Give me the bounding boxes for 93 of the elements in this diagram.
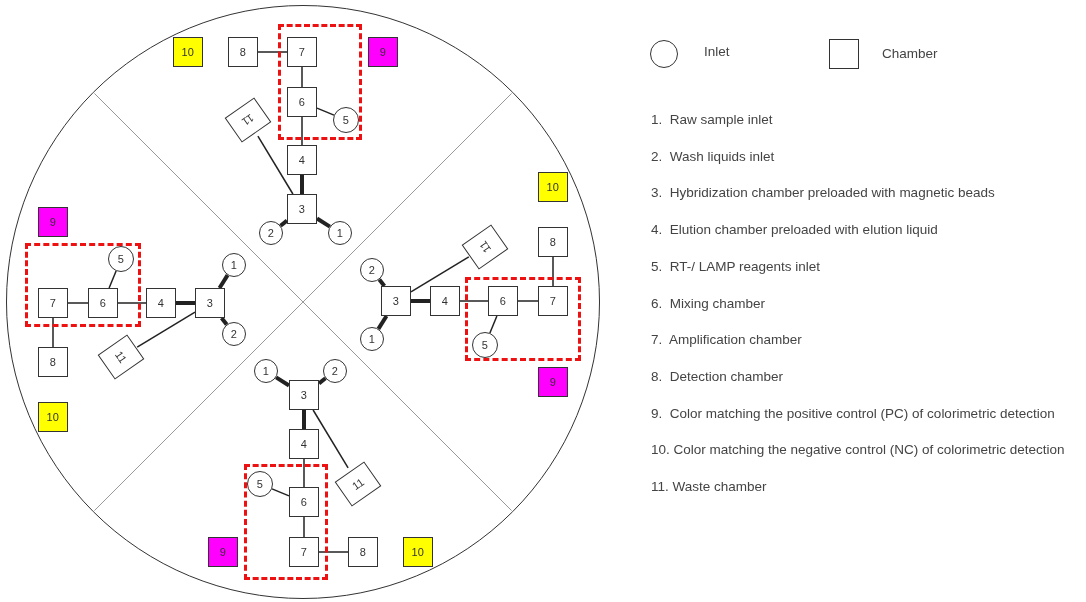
color-reference-square: 10	[537, 171, 568, 202]
chamber-box: 11	[97, 334, 145, 380]
channel-line	[301, 116, 303, 146]
chamber-box: 7	[537, 285, 568, 316]
chamber-box: 7	[286, 36, 317, 67]
channel-line	[52, 317, 54, 348]
chamber-box: 7	[288, 536, 319, 567]
thick-channel-line	[217, 274, 230, 290]
chamber-box: 8	[347, 536, 378, 567]
channel-line	[271, 488, 290, 497]
chamber-box: 3	[288, 379, 319, 410]
inlet-circle: 1	[253, 358, 278, 383]
chamber-box: 4	[145, 287, 176, 318]
color-reference-square: 10	[172, 36, 203, 67]
channel-line	[303, 516, 305, 538]
chamber-box: 8	[37, 346, 68, 377]
chamber-box: 4	[288, 428, 319, 459]
chamber-box: 6	[286, 86, 317, 117]
chamber-box: 3	[380, 285, 411, 316]
dashed-region	[243, 463, 328, 580]
inlet-circle: 1	[327, 220, 352, 245]
channel-line	[318, 551, 349, 553]
chamber-box: 6	[288, 486, 319, 517]
chamber-box: 7	[37, 287, 68, 318]
thick-channel-line	[176, 301, 195, 305]
dashed-region	[277, 23, 362, 140]
numbered-list-item: 6. Mixing chamber	[651, 295, 766, 311]
numbered-list-item: 7. Amplification chamber	[651, 332, 802, 348]
thick-channel-line	[317, 376, 327, 385]
numbered-list-item: 9. Color matching the positive control (PC) of colorimetric detection	[651, 405, 1055, 421]
legend-label: Chamber	[882, 46, 938, 61]
numbered-list-item: 11. Waste chamber	[651, 479, 767, 494]
channel-line	[316, 107, 335, 116]
channel-line	[410, 256, 470, 293]
channel-line	[489, 315, 498, 334]
chamber-box: 4	[286, 144, 317, 175]
chamber-box: 4	[429, 285, 460, 316]
thick-channel-line	[275, 375, 291, 388]
chamber-box: 11	[224, 97, 272, 143]
chamber-box: 3	[194, 287, 225, 318]
thick-channel-line	[376, 314, 389, 330]
thick-channel-line	[377, 278, 386, 288]
channel-line	[257, 135, 294, 195]
thick-channel-line	[315, 216, 331, 229]
color-reference-square: 10	[37, 401, 68, 432]
inlet-circle: 2	[221, 321, 246, 346]
legend-label: Inlet	[704, 44, 730, 59]
chamber-box: 6	[487, 285, 518, 316]
inlet-circle: 2	[322, 358, 347, 383]
channel-line	[552, 256, 554, 287]
channel-line	[303, 458, 305, 488]
channel-line	[108, 270, 117, 289]
thick-channel-line	[300, 175, 304, 194]
inlet-circle: 2	[359, 257, 384, 282]
thick-channel-line	[411, 299, 430, 303]
chamber-box: 3	[286, 193, 317, 224]
channel-line	[117, 302, 147, 304]
numbered-list-item: 5. RT-/ LAMP reagents inlet	[651, 258, 821, 274]
color-reference-square: 9	[37, 206, 68, 237]
inlet-circle: 5	[107, 245, 134, 272]
inlet-circle: 1	[221, 252, 246, 277]
inlet-circle: 2	[258, 220, 283, 245]
thick-channel-line	[279, 219, 289, 228]
channel-line	[517, 300, 539, 302]
thick-channel-line	[220, 316, 229, 326]
channel-line	[136, 311, 196, 348]
channel-line	[67, 302, 89, 304]
chamber-box: 8	[537, 226, 568, 257]
color-reference-square: 9	[207, 536, 238, 567]
inlet-circle: 5	[332, 106, 359, 133]
numbered-list-item: 8. Detection chamber	[651, 368, 784, 384]
inlet-circle: 5	[246, 470, 273, 497]
color-reference-square: 9	[537, 366, 568, 397]
dashed-region	[24, 242, 141, 327]
color-reference-square: 9	[367, 36, 398, 67]
numbered-list-item: 10. Color matching the negative control (NC) of colorimetric detection	[651, 442, 1065, 458]
chamber-box: 8	[227, 36, 258, 67]
color-reference-square: 10	[402, 536, 433, 567]
numbered-list-item: 1. Raw sample inlet	[651, 112, 773, 127]
channel-line	[312, 409, 349, 469]
channel-line	[301, 66, 303, 88]
chamber-box: 11	[334, 461, 382, 507]
chamber-box: 11	[461, 224, 509, 270]
channel-line	[459, 300, 489, 302]
chamber-box: 6	[87, 287, 118, 318]
numbered-list-item: 4. Elution chamber preloaded with elution liquid	[651, 222, 938, 238]
numbered-list-item: 3. Hybridization chamber preloaded with magnetic beads	[651, 185, 995, 201]
thick-channel-line	[302, 410, 306, 429]
inlet-circle: 1	[359, 326, 384, 351]
inlet-circle: 5	[471, 331, 498, 358]
numbered-list-item: 2. Wash liquids inlet	[651, 148, 775, 164]
dashed-region	[464, 276, 581, 361]
channel-line	[257, 51, 288, 53]
